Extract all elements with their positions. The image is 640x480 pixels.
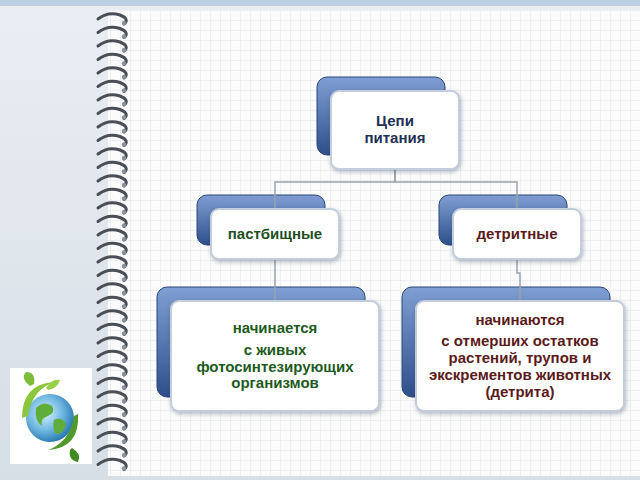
chain-box: начинается с живых фотосинтезирующих орга… [170,300,380,412]
connector-line [274,260,276,300]
chain-box: пастбищные [210,208,340,260]
box-heading: пастбищные [228,226,322,243]
box-text: с отмерших остатков растений, трупов и э… [425,333,615,400]
grid [108,10,640,476]
box-heading: Цепи питания [345,113,445,147]
page [108,10,640,476]
spiral-binding [98,14,126,471]
eco-logo [10,368,92,464]
box-heading: начинается [233,320,318,337]
box-heading: начинаются [475,312,564,329]
connector-line [395,170,517,208]
box-text: с живых фотосинтезирующих организмов [180,342,370,392]
chain-box: детритные [452,208,582,260]
top-band [0,0,640,6]
box-heading: детритные [477,226,558,243]
chain-box: начинаются с отмерших остатков растений, … [415,300,625,412]
chain-box: Цепи питания [330,90,460,170]
connector-line [275,170,395,208]
connector-line [517,260,520,300]
